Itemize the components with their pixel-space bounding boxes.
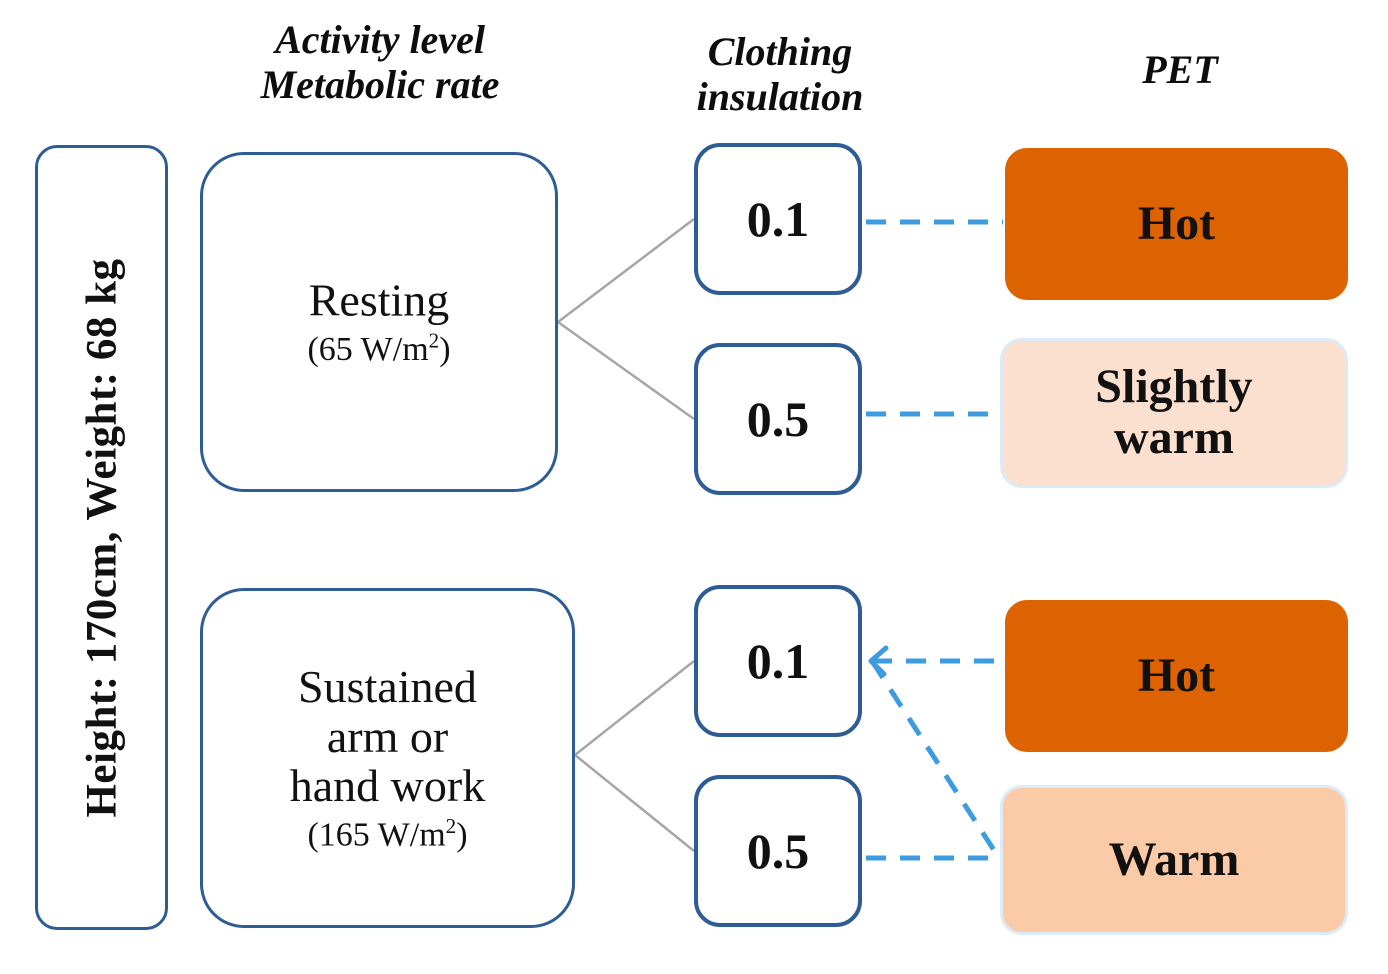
activity-sustained-title-line1: Sustained bbox=[298, 660, 477, 712]
pet-result-label: Hot bbox=[1137, 648, 1216, 702]
column-header-activity-line2: Metabolic rate bbox=[260, 61, 500, 107]
branch-resting bbox=[557, 218, 695, 421]
activity-sustained-title-line2: arm or bbox=[326, 710, 449, 762]
pet-result-hot-bottom[interactable]: Hot bbox=[1005, 600, 1348, 752]
clothing-value: 0.5 bbox=[746, 823, 810, 879]
column-header-activity-line1: Activity level bbox=[275, 17, 485, 62]
clothing-value: 0.5 bbox=[746, 391, 810, 447]
arrowhead-icon bbox=[868, 645, 889, 677]
column-header-clothing-line1: Clothing bbox=[707, 29, 853, 74]
clothing-box-sustained-0-1[interactable]: 0.1 bbox=[694, 585, 862, 737]
clothing-box-sustained-0-5[interactable]: 0.5 bbox=[694, 775, 862, 927]
clothing-box-resting-0-5[interactable]: 0.5 bbox=[694, 343, 862, 495]
activity-resting-content: Resting (65 W/m2) bbox=[203, 274, 555, 369]
pet-result-warm[interactable]: Warm bbox=[1000, 785, 1348, 935]
clothing-value: 0.1 bbox=[746, 633, 810, 689]
clothing-value: 0.1 bbox=[746, 191, 810, 247]
activity-sustained-title-line3: hand work bbox=[289, 760, 486, 812]
branch-sustained bbox=[574, 660, 695, 852]
activity-sustained-rate: (165 W/m2) bbox=[307, 813, 468, 854]
clothing-box-resting-0-1[interactable]: 0.1 bbox=[694, 143, 862, 295]
column-header-activity: Activity level Metabolic rate bbox=[200, 17, 560, 108]
column-header-clothing: Clothing insulation bbox=[660, 29, 900, 120]
column-header-pet: PET bbox=[1142, 47, 1218, 92]
pet-result-label: Warm bbox=[1108, 832, 1240, 886]
activity-sustained-content: Sustained arm or hand work (165 W/m2) bbox=[203, 662, 572, 854]
link-sustained-01-warm bbox=[869, 659, 1002, 860]
activity-resting-title: Resting bbox=[308, 274, 450, 326]
activity-resting-rate: (65 W/m2) bbox=[307, 328, 451, 368]
pet-result-label: Hot bbox=[1137, 196, 1216, 250]
column-header-clothing-line2: insulation bbox=[696, 73, 864, 119]
activity-box-sustained[interactable]: Sustained arm or hand work (165 W/m2) bbox=[200, 588, 575, 928]
subject-box: Height: 170cm, Weight: 68 kg bbox=[35, 145, 168, 930]
subject-label: Height: 170cm, Weight: 68 kg bbox=[78, 257, 125, 818]
activity-box-resting[interactable]: Resting (65 W/m2) bbox=[200, 152, 558, 492]
pet-result-hot-top[interactable]: Hot bbox=[1005, 148, 1348, 300]
